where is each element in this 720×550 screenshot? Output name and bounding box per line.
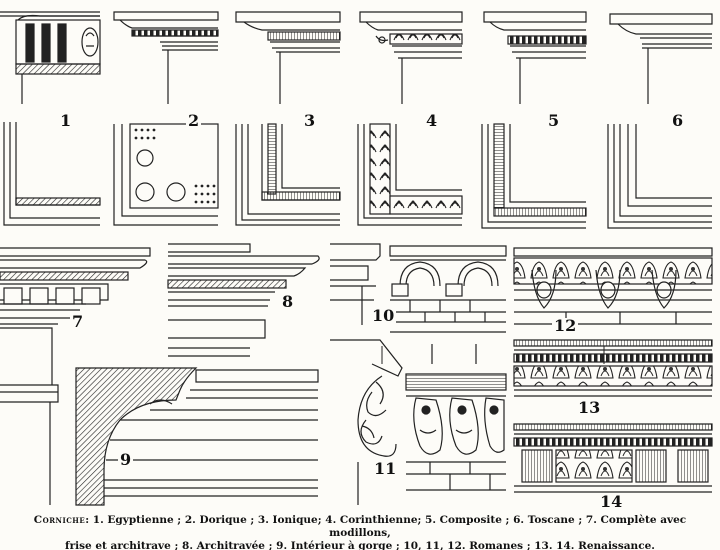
- plate-caption: Corniche: 1. Egyptienne ; 2. Dorique ; 3…: [10, 514, 710, 550]
- figure-number-2: 2: [186, 111, 202, 130]
- cornice-1-egyptian: [0, 11, 101, 226]
- figure-number-4: 4: [424, 111, 440, 130]
- cornice-6-tuscan: [607, 13, 713, 229]
- cornice-11-corbels: [405, 344, 507, 491]
- figure-number-7: 7: [70, 312, 86, 331]
- figure-number-12: 12: [552, 316, 579, 335]
- cornice-14-renaissance: [513, 423, 713, 493]
- cornice-3-ionic: [235, 11, 341, 226]
- separator-lines: [381, 346, 605, 364]
- figure-number-14: 14: [598, 492, 625, 511]
- figure-number-11: 11: [372, 459, 399, 478]
- figure-number-6: 6: [670, 111, 686, 130]
- cornice-12-romanesque: [513, 247, 713, 325]
- cornice-11-romanesque: [330, 339, 403, 505]
- caption-heading: Corniche: [33, 514, 86, 526]
- cornice-10-romanesque: [330, 243, 507, 333]
- cornice-4-corinthian: [357, 11, 463, 226]
- figure-number-5: 5: [546, 111, 562, 130]
- caption-line-1-text: : 1. Egyptienne ; 2. Dorique ; 3. Ioniqu…: [85, 514, 687, 539]
- figure-number-8: 8: [280, 292, 296, 311]
- caption-line-1: Corniche: 1. Egyptienne ; 2. Dorique ; 3…: [10, 514, 710, 540]
- cornice-13-renaissance: [513, 339, 713, 397]
- cornice-9-cove: [75, 367, 319, 506]
- cornice-2-doric: [113, 11, 219, 226]
- figure-number-3: 3: [302, 111, 318, 130]
- figure-number-13: 13: [576, 398, 603, 417]
- cornice-7-complete: [0, 247, 151, 505]
- figure-number-1: 1: [58, 111, 74, 130]
- figure-number-9: 9: [118, 450, 134, 469]
- cornice-5-composite: [481, 11, 587, 229]
- figure-number-10: 10: [370, 306, 397, 325]
- caption-line-2: frise et architrave ; 8. Architravée ; 9…: [65, 540, 655, 550]
- cornice-8-architrave: [167, 243, 320, 357]
